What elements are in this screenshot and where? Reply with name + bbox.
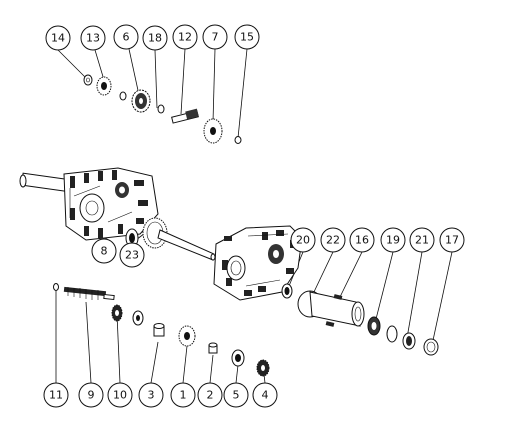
callout-17: 17 [439, 227, 465, 253]
callout-label: 14 [51, 32, 65, 45]
callout-label: 8 [101, 245, 108, 258]
callout-label: 3 [148, 389, 155, 402]
callout-12: 12 [172, 24, 198, 50]
callout-6: 6 [113, 24, 139, 50]
callout-13: 13 [80, 25, 106, 51]
part-23-gear-shaft [142, 217, 216, 261]
callout-label: 5 [233, 389, 240, 402]
callout-16: 16 [349, 227, 375, 253]
part-3-bushing [153, 323, 165, 337]
callout-11: 11 [43, 382, 69, 408]
callout-19: 19 [380, 227, 406, 253]
callout-label: 21 [415, 234, 429, 247]
part-10-gear [111, 304, 123, 322]
callout-label: 12 [178, 31, 192, 44]
part-2-bushing [208, 342, 218, 354]
callout-14: 14 [45, 25, 71, 51]
callout-9: 9 [78, 382, 104, 408]
part-5-washer [231, 349, 245, 367]
callout-label: 18 [148, 32, 162, 45]
callout-label: 1 [180, 389, 187, 402]
callout-3: 3 [138, 382, 164, 408]
callout-8: 8 [91, 238, 117, 264]
callout-10: 10 [107, 382, 133, 408]
callout-4: 4 [252, 382, 278, 408]
part-21-seal [402, 332, 416, 350]
part-1-gear [178, 325, 196, 347]
part-11-clip [53, 283, 59, 291]
callout-label: 7 [212, 31, 219, 44]
part-18-washer [157, 104, 165, 114]
callout-20: 20 [290, 227, 316, 253]
callout-label: 13 [86, 32, 100, 45]
callout-label: 10 [113, 389, 127, 402]
part-4-gear [256, 359, 270, 377]
callout-18: 18 [142, 25, 168, 51]
part-10-washer [132, 310, 144, 326]
callout-7: 7 [202, 24, 228, 50]
callout-label: 2 [207, 389, 214, 402]
part-14-washer [83, 74, 93, 86]
part-16-bolts [325, 294, 343, 327]
callout-label: 9 [88, 389, 95, 402]
left-housing [19, 167, 159, 241]
callout-21: 21 [409, 227, 435, 253]
callout-label: 19 [386, 234, 400, 247]
callout-label: 16 [355, 234, 369, 247]
part-19-snap-ring [386, 325, 398, 343]
callout-23: 23 [119, 242, 145, 268]
part-12-pinion-shaft [171, 108, 199, 124]
part-15-clip [234, 136, 242, 144]
callout-label: 23 [125, 249, 139, 262]
callout-label: 22 [326, 234, 340, 247]
part-13-gear [96, 76, 112, 96]
callout-label: 15 [240, 31, 254, 44]
callout-15: 15 [234, 24, 260, 50]
callout-1: 1 [170, 382, 196, 408]
part-6-bushing [119, 91, 127, 101]
part-7-gear [203, 118, 223, 144]
callout-label: 6 [123, 31, 130, 44]
callout-label: 17 [445, 234, 459, 247]
part-17-cap [423, 338, 439, 356]
callout-5: 5 [223, 382, 249, 408]
part-22-axle-tube [297, 290, 365, 327]
callout-label: 11 [49, 389, 63, 402]
callout-label: 20 [296, 234, 310, 247]
part-9-worm-shaft [63, 286, 115, 301]
part-6-gear [131, 89, 151, 113]
callout-2: 2 [197, 382, 223, 408]
callout-label: 4 [262, 389, 269, 402]
callout-22: 22 [320, 227, 346, 253]
part-20-seal [281, 283, 293, 299]
part-19-bearing [367, 316, 381, 336]
